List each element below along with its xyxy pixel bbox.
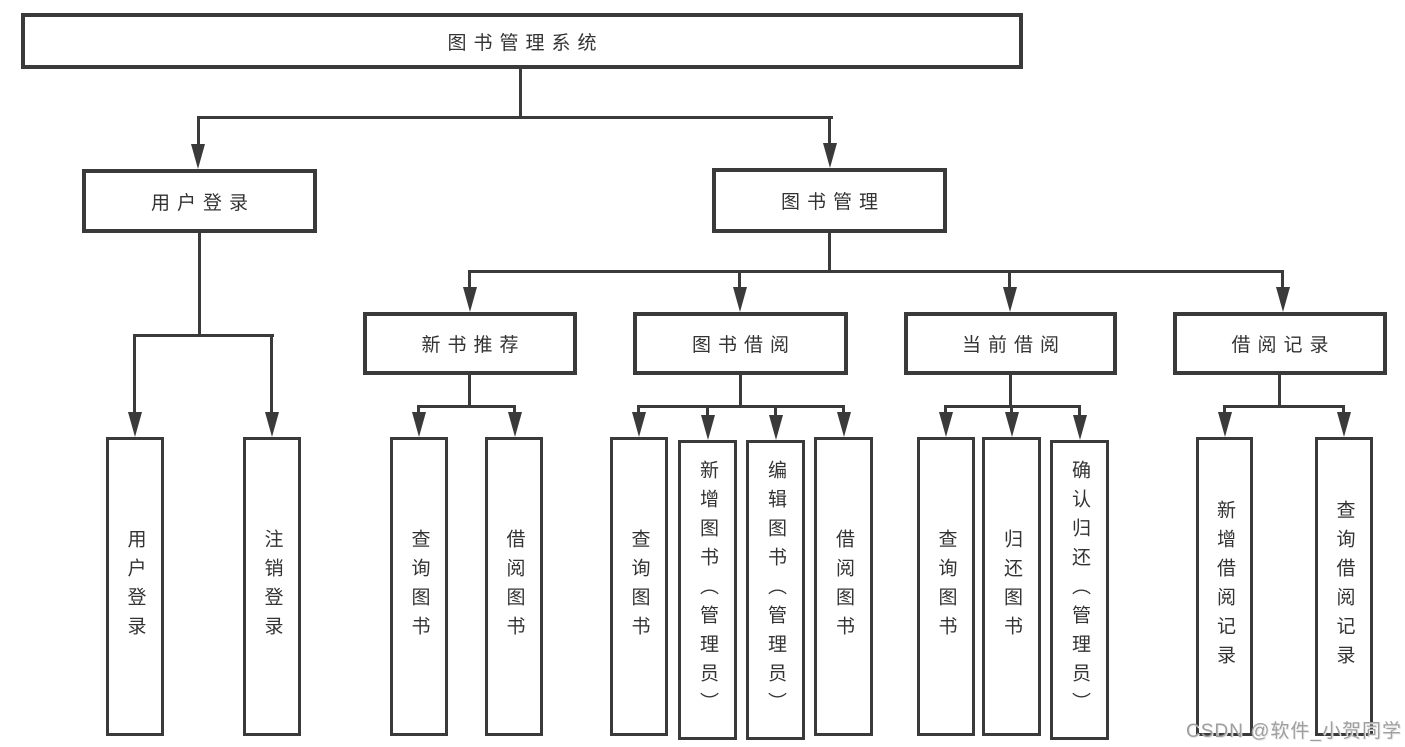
leaf-edit-book-admin: 编辑图书（管理员）: [746, 440, 805, 740]
connector-line: [133, 334, 136, 414]
connector-line: [1223, 405, 1345, 408]
leaf-add-borrow-record: 新增借阅记录: [1196, 437, 1253, 736]
connector-line: [1010, 405, 1013, 413]
connector-line: [944, 405, 947, 413]
arrow-down-icon: [1073, 415, 1087, 440]
connector-line: [1278, 374, 1281, 408]
arrow-down-icon: [265, 412, 279, 437]
arrow-down-icon: [1337, 412, 1351, 437]
connector-line: [828, 116, 831, 145]
arrow-down-icon: [508, 412, 522, 437]
csdn-watermark: CSDN @软件_小贺同学: [1186, 721, 1402, 742]
connector-line: [197, 116, 833, 119]
connector-line: [1008, 270, 1011, 290]
leaf-user-login: 用户登录: [106, 437, 164, 736]
connector-line: [739, 374, 742, 408]
connector-line: [198, 231, 201, 337]
node-user-login: 用户登录: [82, 169, 317, 233]
connector-line: [133, 334, 274, 337]
leaf-borrow-books: 借阅图书: [485, 437, 543, 736]
arrow-down-icon: [128, 412, 142, 437]
connector-line: [1009, 374, 1012, 408]
arrow-down-icon: [733, 287, 747, 312]
connector-line: [1342, 405, 1345, 413]
arrow-down-icon: [1005, 412, 1019, 437]
leaf-logout: 注销登录: [243, 437, 301, 736]
connector-line: [774, 405, 777, 416]
connector-line: [197, 116, 200, 145]
connector-line: [706, 405, 709, 416]
arrow-down-icon: [412, 412, 426, 437]
connector-line: [519, 67, 522, 119]
leaf-return-book: 归还图书: [982, 437, 1041, 736]
arrow-down-icon: [837, 412, 851, 437]
node-borrow-records: 借阅记录: [1173, 312, 1387, 375]
connector-line: [637, 405, 640, 413]
arrow-down-icon: [769, 415, 783, 440]
node-library-system: 图书管理系统: [21, 13, 1023, 69]
connector-line: [1078, 405, 1081, 416]
arrow-down-icon: [1003, 287, 1017, 312]
connector-line: [1223, 405, 1226, 413]
arrow-down-icon: [939, 412, 953, 437]
connector-line: [828, 231, 831, 273]
node-book-borrow: 图书借阅: [633, 312, 848, 375]
leaf-confirm-return-admin: 确认归还（管理员）: [1050, 440, 1109, 740]
arrow-down-icon: [1218, 412, 1232, 437]
connector-line: [637, 405, 845, 408]
connector-line: [842, 405, 845, 413]
connector-line: [1281, 270, 1284, 290]
connector-line: [468, 374, 471, 408]
arrow-down-icon: [632, 412, 646, 437]
arrow-down-icon: [823, 143, 837, 168]
leaf-query-books: 查询图书: [610, 437, 668, 736]
connector-line: [417, 405, 420, 413]
node-book-management: 图书管理: [712, 168, 947, 233]
arrow-down-icon: [1276, 287, 1290, 312]
leaf-query-books: 查询图书: [917, 437, 975, 736]
connector-line: [738, 270, 741, 290]
connector-line: [468, 270, 1284, 273]
arrow-down-icon: [463, 287, 477, 312]
node-current-borrow: 当前借阅: [904, 312, 1117, 375]
arrow-down-icon: [701, 415, 715, 440]
leaf-add-book-admin: 新增图书（管理员）: [678, 440, 737, 740]
leaf-borrow-books: 借阅图书: [814, 437, 873, 736]
connector-line: [513, 405, 516, 413]
connector-line: [468, 270, 471, 290]
connector-line: [417, 405, 516, 408]
connector-line: [270, 334, 273, 414]
leaf-query-books: 查询图书: [390, 437, 448, 736]
node-new-book-recommend: 新书推荐: [363, 312, 577, 375]
leaf-query-borrow-record: 查询借阅记录: [1315, 437, 1373, 736]
arrow-down-icon: [191, 144, 205, 169]
